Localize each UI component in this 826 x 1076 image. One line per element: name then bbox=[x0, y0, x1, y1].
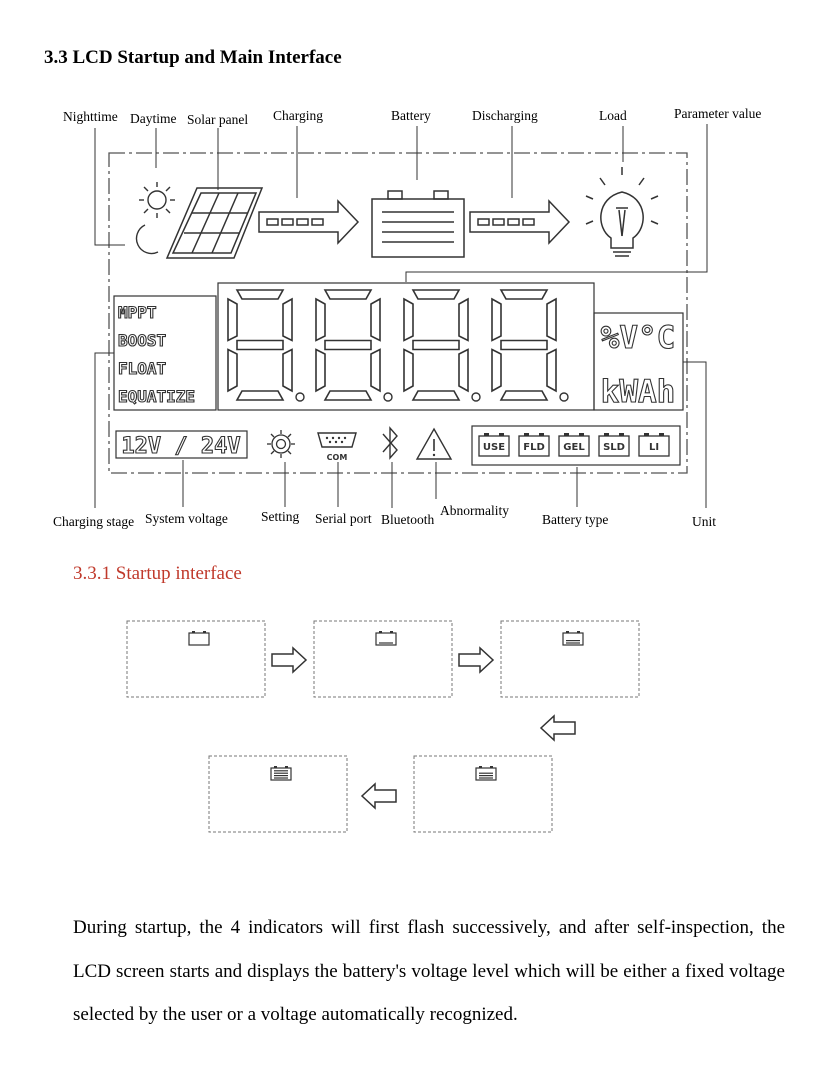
digit-3 bbox=[403, 289, 481, 402]
charging-stage-mppt: MPPT bbox=[118, 303, 157, 322]
battery-type-fld: FLD bbox=[518, 433, 550, 457]
warning-icon bbox=[415, 427, 453, 460]
startup-screen-2 bbox=[313, 620, 453, 698]
section-title: 3.3 LCD Startup and Main Interface bbox=[44, 47, 342, 68]
charging-stage-list: MPPT BOOST FLOAT EQUATIZE bbox=[117, 302, 195, 406]
label-discharging: Discharging bbox=[472, 108, 538, 123]
label-bluetooth: Bluetooth bbox=[381, 512, 435, 527]
unit-percent-volt-celsius: %V°C bbox=[601, 320, 676, 356]
startup-screen-3 bbox=[500, 620, 640, 698]
leader-lines bbox=[94, 124, 708, 508]
charging-arrow-icon bbox=[258, 199, 360, 245]
seven-segment-digits bbox=[227, 289, 569, 402]
label-daytime: Daytime bbox=[130, 111, 177, 126]
unit-kwah: kWAh bbox=[601, 374, 676, 410]
startup-screen-1 bbox=[126, 620, 266, 698]
label-charging: Charging bbox=[273, 108, 323, 123]
arrow-right-2-icon bbox=[458, 646, 495, 674]
label-setting: Setting bbox=[261, 509, 300, 524]
battery-type-list: USE FLD GEL SLD LI bbox=[478, 433, 670, 457]
startup-description: During startup, the 4 indicators will fi… bbox=[73, 917, 785, 1025]
charging-stage-float: FLOAT bbox=[118, 359, 166, 378]
svg-text:FLD: FLD bbox=[523, 442, 545, 453]
system-voltage-text: 12V / 24V bbox=[121, 434, 240, 459]
battery-type-use: USE bbox=[478, 433, 510, 457]
arrow-left-1-icon bbox=[539, 714, 576, 742]
digit-4 bbox=[491, 289, 569, 402]
charging-stage-box bbox=[113, 295, 217, 411]
arrow-right-1-icon bbox=[271, 646, 308, 674]
charging-stage-boost: BOOST bbox=[118, 331, 166, 350]
battery-type-gel: GEL bbox=[558, 433, 590, 457]
solar-panel-icon bbox=[165, 187, 264, 259]
label-parameter-value: Parameter value bbox=[674, 106, 762, 121]
startup-screen-5 bbox=[208, 755, 348, 833]
label-battery-type: Battery type bbox=[542, 512, 609, 527]
battery-type-box bbox=[471, 425, 681, 466]
label-battery: Battery bbox=[391, 108, 431, 123]
label-system-voltage: System voltage bbox=[145, 511, 228, 526]
battery-type-sld: SLD bbox=[598, 433, 630, 457]
arrow-left-2-icon bbox=[360, 782, 397, 810]
svg-text:SLD: SLD bbox=[603, 442, 625, 453]
moon-icon bbox=[135, 224, 159, 255]
svg-text:USE: USE bbox=[483, 442, 505, 453]
charging-stage-equatize: EQUATIZE bbox=[118, 387, 195, 406]
lcd-diagram: MPPT BOOST FLOAT EQUATIZE %V°C kWAh 12V / 2… bbox=[94, 124, 708, 508]
sun-icon bbox=[139, 182, 175, 218]
serial-port-icon: COM bbox=[317, 432, 357, 462]
label-nighttime: Nighttime bbox=[63, 109, 118, 124]
battery-type-li: LI bbox=[638, 433, 670, 457]
startup-screen-4 bbox=[413, 755, 553, 833]
light-bulb-icon bbox=[585, 167, 659, 257]
digit-2 bbox=[315, 289, 393, 402]
label-serial-port: Serial port bbox=[315, 511, 372, 526]
label-abnormality: Abnormality bbox=[440, 503, 509, 518]
svg-text:COM: COM bbox=[327, 453, 348, 462]
discharging-arrow-icon bbox=[469, 199, 571, 245]
label-load: Load bbox=[599, 108, 627, 123]
svg-text:LI: LI bbox=[649, 442, 659, 453]
system-voltage-box bbox=[115, 430, 248, 459]
label-unit: Unit bbox=[692, 514, 717, 529]
subsection-title: 3.3.1 Startup interface bbox=[73, 563, 242, 584]
label-solar-panel: Solar panel bbox=[187, 112, 249, 127]
bluetooth-icon bbox=[382, 426, 398, 460]
unit-box bbox=[593, 312, 684, 411]
lcd-frame bbox=[108, 152, 688, 474]
digit-1 bbox=[227, 289, 305, 402]
battery-icon bbox=[371, 190, 465, 258]
svg-text:GEL: GEL bbox=[563, 442, 585, 453]
gear-icon bbox=[267, 430, 295, 458]
label-charging-stage: Charging stage bbox=[53, 514, 135, 529]
